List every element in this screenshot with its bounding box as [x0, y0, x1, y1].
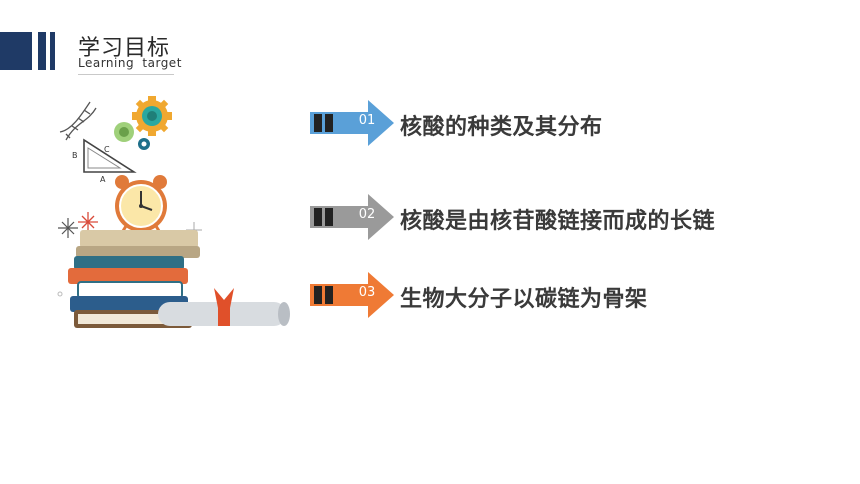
arrow-icon: [310, 272, 394, 318]
header-bar-wide: [0, 32, 32, 70]
books-stack-icon: [68, 230, 200, 328]
alarm-clock-icon: [115, 175, 167, 237]
diploma-scroll-icon: [158, 288, 290, 326]
label-b: B: [72, 151, 78, 160]
objective-text: 核酸的种类及其分布: [400, 115, 603, 140]
page-subtitle: Learning target: [78, 56, 182, 70]
header-bar-mid: [38, 32, 46, 70]
objective-number: 02: [358, 207, 376, 222]
dot-icon: [57, 291, 63, 297]
arrow-shape: [310, 272, 394, 318]
arrow-icon: [310, 194, 394, 240]
study-illustration: B C A: [57, 96, 290, 328]
dna-icon: [59, 101, 97, 141]
tiny-gear-icon: [138, 138, 150, 150]
header-bar-thin: [50, 32, 55, 70]
label-c: C: [104, 145, 110, 154]
gear-icon: [132, 96, 172, 136]
sparkle-icon: [58, 218, 78, 238]
objective-text: 生物大分子以碳链为骨架: [400, 287, 648, 312]
page-title: 学习目标: [78, 36, 171, 61]
small-gear-icon: [114, 122, 134, 142]
sparkle-red-icon: [78, 212, 98, 232]
triangle-ruler-icon: B C A: [72, 138, 137, 184]
objective-number: 01: [358, 113, 376, 128]
objective-number: 03: [358, 285, 376, 300]
arrow-shape: [310, 194, 394, 240]
arrow-icon: [310, 100, 394, 146]
objective-text: 核酸是由核苷酸链接而成的长链: [400, 209, 716, 234]
label-a: A: [100, 175, 106, 184]
arrow-shape: [310, 100, 394, 146]
header-divider: [78, 74, 174, 75]
